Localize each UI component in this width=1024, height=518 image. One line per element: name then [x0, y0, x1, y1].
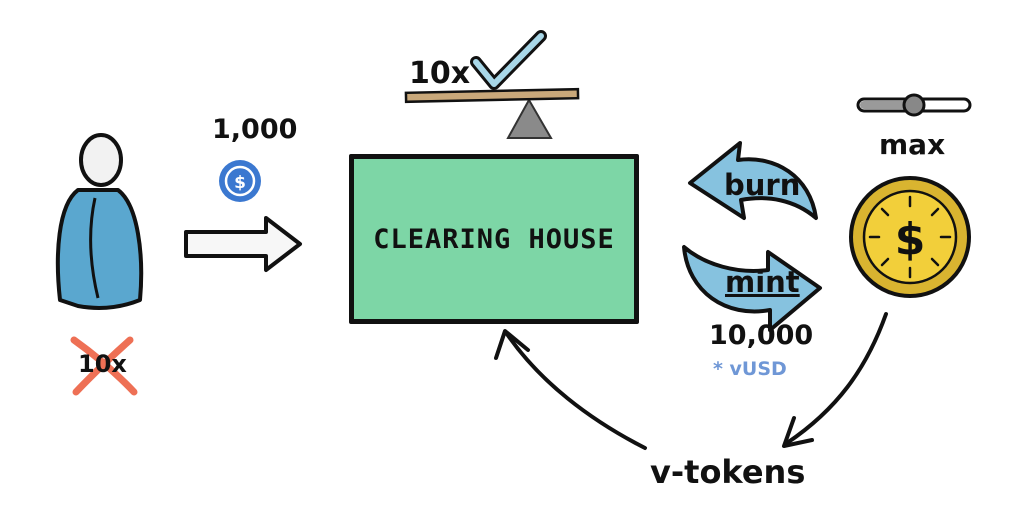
balance-scale-icon	[404, 87, 580, 139]
clearing-house-box: CLEARING HOUSE	[349, 154, 639, 324]
clearing-house-label: CLEARING HOUSE	[373, 223, 615, 255]
coin-to-vtokens-arrow	[782, 312, 888, 448]
unit-label: * vUSD	[713, 358, 787, 380]
minted-amount-label: 10,000	[709, 320, 814, 351]
burn-mint-cycle-icon	[682, 141, 822, 332]
svg-text:$: $	[234, 173, 246, 193]
burn-label: burn	[724, 168, 801, 202]
dollar-coin-icon: $	[849, 176, 971, 298]
rejected-leverage-label: 10x	[78, 350, 127, 378]
leverage-label: 10x	[409, 56, 471, 91]
max-label: max	[879, 128, 946, 161]
mint-label: mint	[725, 265, 800, 299]
svg-text:$: $	[895, 214, 926, 265]
v-tokens-label: v-tokens	[650, 453, 806, 491]
red-cross-icon	[70, 336, 138, 396]
checkmark-icon	[470, 30, 547, 90]
usdc-coin-icon: $	[219, 160, 261, 202]
deposit-arrow	[184, 216, 302, 272]
deposit-amount-label: 1,000	[212, 114, 298, 145]
vtokens-to-clearinghouse-arrow	[494, 329, 647, 450]
slider-icon	[856, 93, 972, 117]
person-icon	[55, 133, 144, 310]
